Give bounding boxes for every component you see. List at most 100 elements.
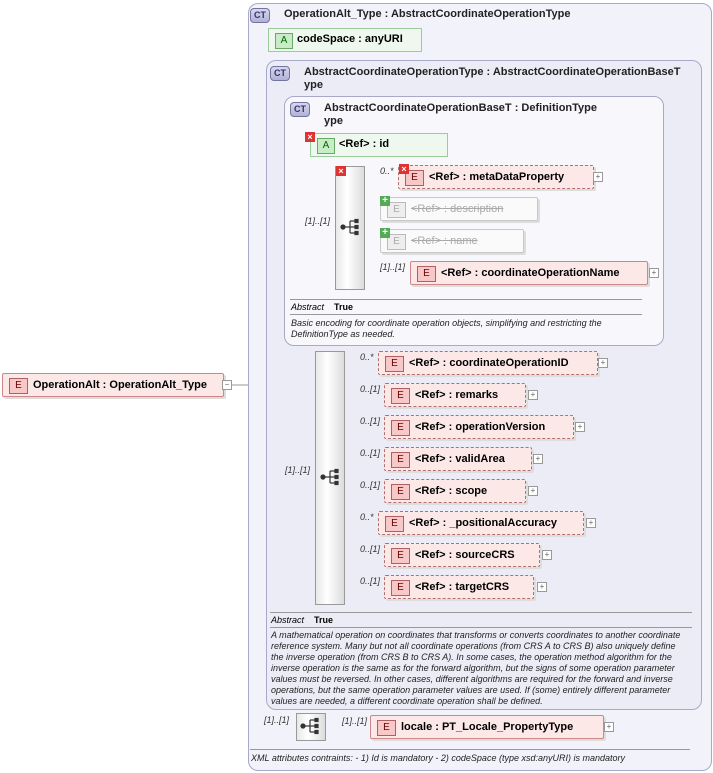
expand-icon[interactable]: +: [598, 358, 608, 368]
element-badge: E: [391, 420, 410, 436]
abstract-value: True: [334, 302, 354, 312]
element-coordinateoperationid[interactable]: E <Ref> : coordinateOperationID: [378, 351, 598, 375]
element-locale-label: locale : PT_Locale_PropertyType: [401, 721, 574, 733]
element-positionalaccuracy[interactable]: E <Ref> : _positionalAccuracy: [378, 511, 584, 535]
attribute-badge: A: [275, 33, 293, 49]
abstract-label: Abstract: [291, 302, 325, 312]
element-targetcrs-label: <Ref> : targetCRS: [415, 581, 510, 593]
element-metadataproperty[interactable]: E <Ref> : metaDataProperty: [398, 165, 594, 189]
element-sourcecrs[interactable]: E <Ref> : sourceCRS: [384, 543, 540, 567]
element-badge: E: [391, 580, 410, 596]
element-scope-label: <Ref> : scope: [415, 485, 488, 497]
mid-sequence-occurrence: [1]..[1]: [285, 465, 311, 475]
element-coordinateoperationname[interactable]: E <Ref> : coordinateOperationName: [410, 261, 648, 285]
element-operationversion-label: <Ref> : operationVersion: [415, 421, 546, 433]
divider: [290, 314, 642, 315]
occurrence-label: [1]..[1]: [380, 262, 406, 272]
occurrence-label: 0..[1]: [360, 480, 381, 490]
element-scope[interactable]: E <Ref> : scope: [384, 479, 526, 503]
element-remarks[interactable]: E <Ref> : remarks: [384, 383, 526, 407]
element-positionalaccuracy-label: <Ref> : _positionalAccuracy: [409, 517, 557, 529]
root-element-operationalt[interactable]: E OperationAlt : OperationAlt_Type: [2, 373, 224, 397]
element-coordinateoperationid-label: <Ref> : coordinateOperationID: [409, 357, 569, 369]
element-operationversion[interactable]: E <Ref> : operationVersion: [384, 415, 574, 439]
attribute-codespace[interactable]: A codeSpace : anyURI: [268, 28, 422, 52]
sequence-icon: [340, 218, 359, 236]
element-targetcrs[interactable]: E <Ref> : targetCRS: [384, 575, 534, 599]
attribute-id[interactable]: A <Ref> : id: [310, 133, 448, 157]
expand-icon[interactable]: +: [593, 172, 603, 182]
divider: [270, 627, 692, 628]
inner-description-line2: DefinitionType as needed.: [291, 329, 395, 339]
element-description[interactable]: E <Ref> : description: [380, 197, 538, 221]
expand-icon[interactable]: +: [586, 518, 596, 528]
occurrence-label: 0..*: [360, 512, 374, 522]
element-validarea[interactable]: E <Ref> : validArea: [384, 447, 532, 471]
element-badge: E: [387, 202, 406, 218]
element-badge: E: [377, 720, 396, 736]
abstract-value: True: [314, 615, 334, 625]
element-remarks-label: <Ref> : remarks: [415, 389, 499, 401]
inner-type-title-line1: AbstractCoordinateOperationBaseT : Defin…: [324, 102, 597, 114]
attribute-codespace-label: codeSpace : anyURI: [297, 33, 403, 45]
added-icon: +: [380, 228, 390, 238]
element-badge: E: [387, 234, 406, 250]
prohibited-icon: ×: [336, 166, 346, 176]
element-badge: E: [391, 452, 410, 468]
element-badge: E: [385, 356, 404, 372]
expand-icon[interactable]: +: [537, 582, 547, 592]
element-validarea-label: <Ref> : validArea: [415, 453, 505, 465]
mid-sequence-box[interactable]: [315, 351, 345, 605]
mid-description-line: values are needed, a different coordinat…: [271, 696, 543, 706]
mid-description-line: reference system. Many but not all coord…: [271, 641, 676, 651]
expand-icon[interactable]: +: [649, 268, 659, 278]
added-icon: +: [380, 196, 390, 206]
inner-description-line1: Basic encoding for coordinate operation …: [291, 318, 602, 328]
complex-type-icon: CT: [250, 8, 270, 23]
occurrence-label: 0..[1]: [360, 384, 381, 394]
attribute-id-label: <Ref> : id: [339, 138, 390, 150]
expand-icon[interactable]: +: [542, 550, 552, 560]
root-element-label: OperationAlt : OperationAlt_Type: [33, 379, 207, 391]
occurrence-label: 0..[1]: [360, 544, 381, 554]
element-coordinateoperationname-label: <Ref> : coordinateOperationName: [441, 267, 620, 279]
divider: [270, 612, 692, 613]
inner-sequence-box[interactable]: [335, 166, 365, 290]
mid-description-line: values must be reversed. In other cases,…: [271, 674, 673, 684]
element-name[interactable]: E <Ref> : name: [380, 229, 524, 253]
occurrence-label: 0..*: [380, 166, 394, 176]
expand-root-icon[interactable]: −: [222, 380, 232, 390]
mid-description-line: inverse operation is the same as for the…: [271, 663, 675, 673]
element-badge: E: [405, 170, 424, 186]
abstract-label: Abstract: [271, 615, 305, 625]
mid-type-title-line2: ype: [304, 79, 323, 91]
complex-type-icon: CT: [290, 102, 310, 117]
occurrence-label: 0..[1]: [360, 416, 381, 426]
sequence-icon: [300, 717, 319, 735]
expand-icon[interactable]: +: [533, 454, 543, 464]
expand-icon[interactable]: +: [528, 390, 538, 400]
element-badge: E: [391, 484, 410, 500]
inner-type-title-line2: ype: [324, 115, 343, 127]
expand-icon[interactable]: +: [528, 486, 538, 496]
complex-type-icon: CT: [270, 66, 290, 81]
element-name-label: <Ref> : name: [411, 235, 478, 247]
element-badge: E: [9, 378, 28, 394]
element-badge: E: [391, 388, 410, 404]
occurrence-label: 0..*: [360, 352, 374, 362]
element-badge: E: [385, 516, 404, 532]
element-locale[interactable]: E locale : PT_Locale_PropertyType: [370, 715, 604, 739]
outer-type-title: OperationAlt_Type : AbstractCoordinateOp…: [284, 8, 571, 20]
divider: [290, 299, 642, 300]
occurrence-label: 0..[1]: [360, 448, 381, 458]
element-description-label: <Ref> : description: [411, 203, 504, 215]
element-metadataproperty-label: <Ref> : metaDataProperty: [429, 171, 565, 183]
expand-icon[interactable]: +: [575, 422, 585, 432]
expand-icon[interactable]: +: [604, 722, 614, 732]
constraints-text: XML attributes contraints: - 1) Id is ma…: [251, 753, 625, 763]
occurrence-label: 0..[1]: [360, 576, 381, 586]
occurrence-label: [1]..[1]: [342, 716, 368, 726]
mid-type-title-line1: AbstractCoordinateOperationType : Abstra…: [304, 66, 681, 78]
inner-sequence-occurrence: [1]..[1]: [305, 216, 331, 226]
sequence-icon: [320, 468, 339, 486]
